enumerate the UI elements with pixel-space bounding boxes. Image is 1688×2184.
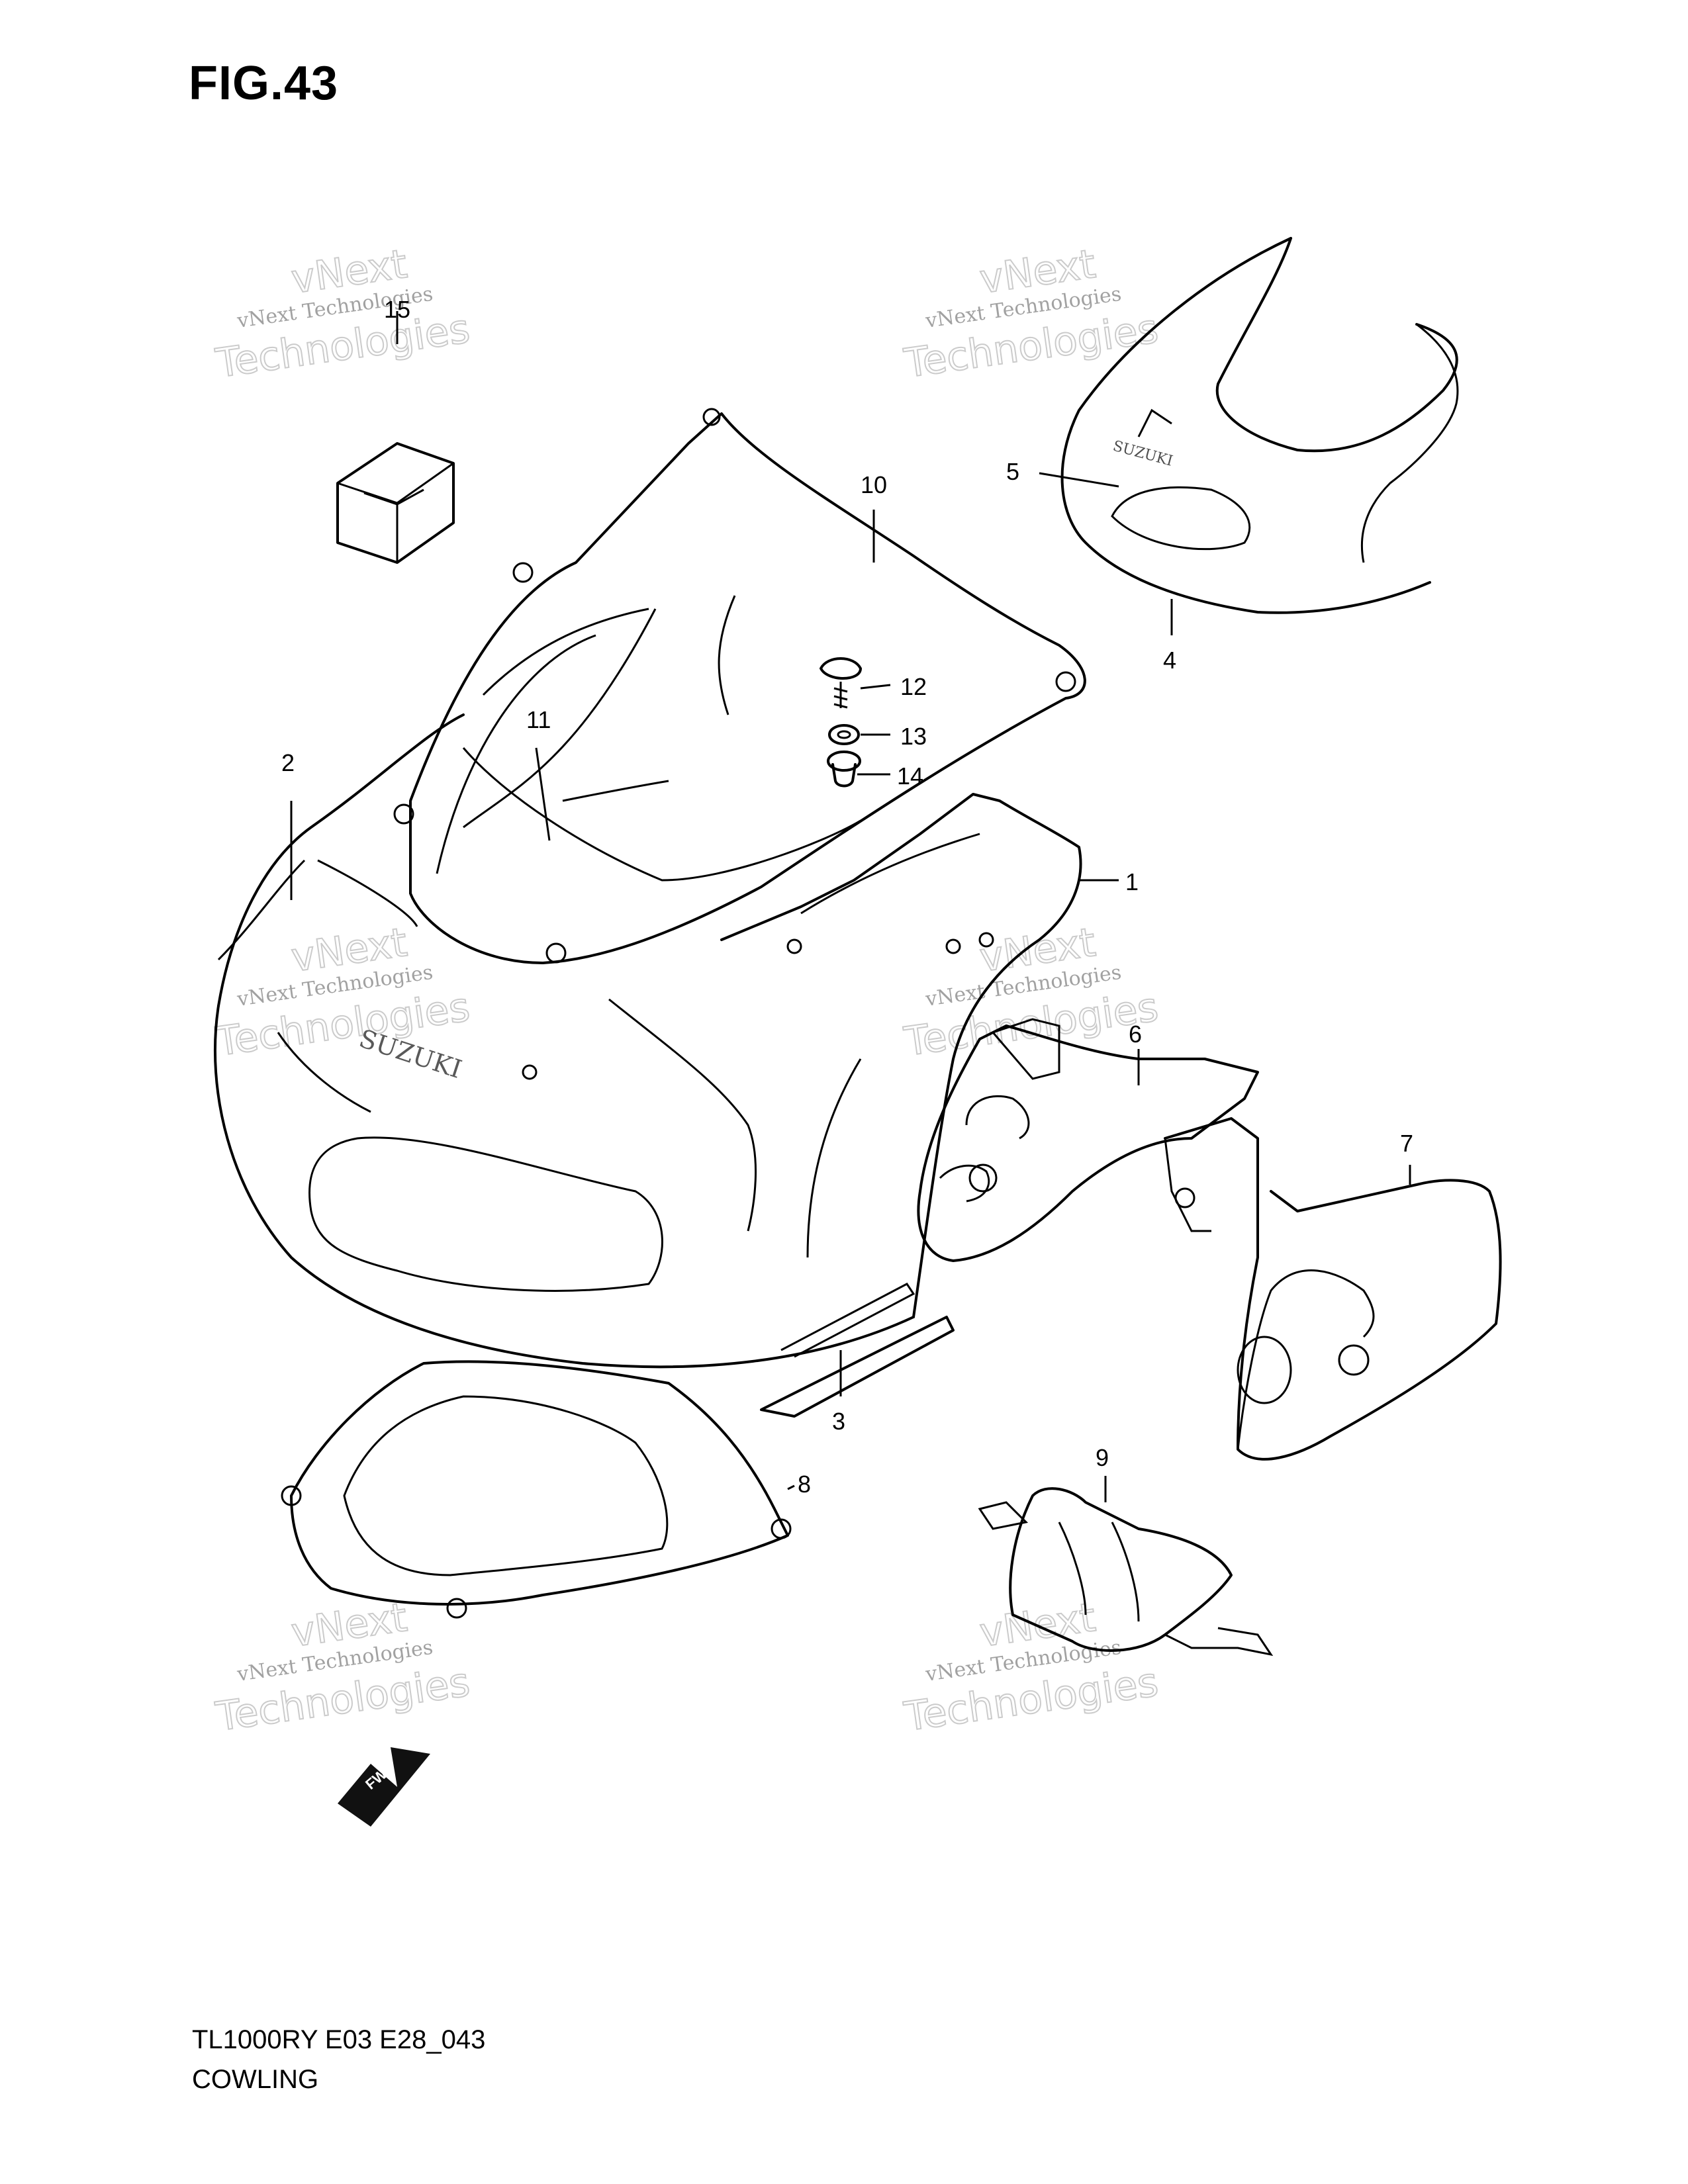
callout-15: 15 (384, 296, 410, 323)
part-10-windscreen (393, 408, 1086, 964)
callout-5: 5 (1006, 458, 1019, 485)
watermark-bottom-left: vNext vNext Technologies Technologies (212, 1594, 473, 1741)
callout-8: 8 (798, 1471, 811, 1498)
callout-14: 14 (897, 762, 923, 790)
part-7-side-duct (1164, 1117, 1502, 1461)
callout-7: 7 (1400, 1130, 1413, 1157)
watermark-bottom-center: vNext vNext Technologies Technologies (900, 1594, 1161, 1741)
part-11-trim (462, 595, 861, 882)
suzuki-lettering-nose: SUZUKI (1111, 438, 1174, 470)
fwd-arrow-icon: FWD (338, 1747, 430, 1827)
callout-11: 11 (526, 706, 551, 733)
part-4-nose-cowling: SUZUKI (1060, 237, 1459, 614)
part-12-screw (820, 657, 862, 709)
watermark-mid-left: vNext vNext Technologies Technologies (212, 919, 473, 1066)
callout-12: 12 (900, 673, 927, 700)
part-3-strip (760, 1283, 955, 1418)
part-14-grommet (827, 751, 861, 788)
callout-1: 1 (1125, 868, 1139, 895)
callout-9: 9 (1096, 1444, 1109, 1471)
model-code: TL1000RY E03 E28_043 (192, 2025, 486, 2054)
watermark-top-center: vNext vNext Technologies Technologies (900, 240, 1161, 388)
callout-10: 10 (861, 471, 887, 498)
watermark-mid-center: vNext vNext Technologies Technologies (900, 919, 1161, 1066)
leader-lines (290, 311, 1411, 1502)
callout-6: 6 (1129, 1021, 1142, 1048)
part-13-washer (828, 724, 860, 745)
part-8-lower-cowling (281, 1360, 792, 1619)
section-name: COWLING (192, 2065, 319, 2094)
callout-2: 2 (281, 749, 295, 776)
callout-3: 3 (832, 1408, 845, 1435)
part-15-cube (336, 442, 455, 564)
callout-labels: 1 2 3 4 5 6 7 8 9 10 11 12 13 14 15 (281, 296, 1413, 1498)
watermark-top-left: vNext vNext Technologies Technologies (212, 240, 473, 388)
part-6-inner-panel (917, 1018, 1259, 1262)
figure-title: FIG.43 (189, 57, 339, 110)
part-2-side-trim (217, 859, 306, 961)
callout-13: 13 (900, 723, 927, 750)
part-9-bracket (978, 1487, 1274, 1657)
callout-4: 4 (1163, 647, 1176, 674)
